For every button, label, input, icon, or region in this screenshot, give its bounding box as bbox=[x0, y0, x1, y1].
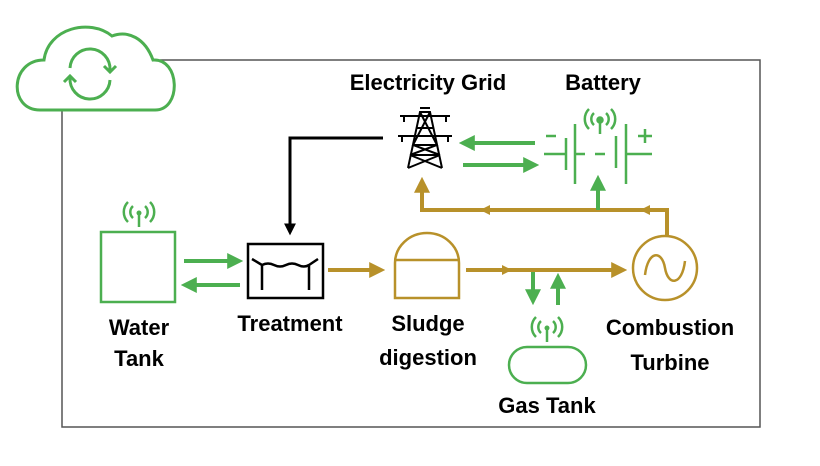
treatment-basin-icon bbox=[246, 242, 325, 300]
electricity-grid-label: Electricity Grid bbox=[350, 70, 507, 95]
water-tank-label-1: Water bbox=[109, 315, 170, 340]
treatment-label: Treatment bbox=[237, 311, 343, 336]
generator-icon bbox=[631, 234, 699, 302]
battery-label: Battery bbox=[565, 70, 642, 95]
sludge-label-1: Sludge bbox=[391, 311, 464, 336]
turbine-to-grid-line bbox=[414, 176, 669, 236]
grid-to-treatment-arrow bbox=[284, 136, 383, 236]
flow-arrowhead bbox=[502, 265, 512, 275]
transmission-tower-icon bbox=[398, 107, 452, 169]
system-boundary bbox=[61, 59, 761, 428]
turbine-label-1: Combustion bbox=[606, 315, 734, 340]
gas-tank-label: Gas Tank bbox=[498, 393, 596, 418]
battery-icon bbox=[544, 107, 652, 184]
digester-icon bbox=[393, 231, 461, 300]
turbine-label-2: Turbine bbox=[630, 350, 709, 375]
water-tank-label-2: Tank bbox=[114, 346, 164, 371]
cloud-sync-icon bbox=[15, 25, 176, 112]
water-tank-icon bbox=[99, 200, 177, 304]
gas-tank-icon bbox=[507, 315, 588, 385]
sludge-label-2: digestion bbox=[379, 345, 477, 370]
